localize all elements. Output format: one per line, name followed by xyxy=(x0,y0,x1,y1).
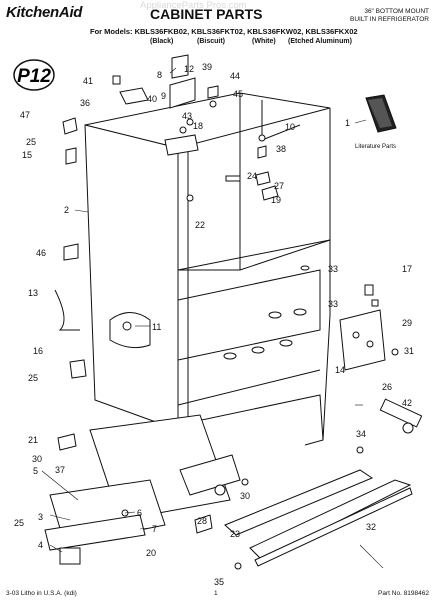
page-title: CABINET PARTS xyxy=(150,6,263,22)
callout-9: 9 xyxy=(161,91,166,101)
callout-44: 44 xyxy=(230,71,240,81)
callout-18: 18 xyxy=(193,121,203,131)
callout-25b: 25 xyxy=(14,518,24,528)
callout-47: 47 xyxy=(20,110,30,120)
color-biscuit: (Biscuit) xyxy=(197,38,225,45)
callout-7: 7 xyxy=(152,524,157,534)
footer-page-number: 1 xyxy=(214,590,218,597)
callout-41: 41 xyxy=(83,76,93,86)
model-list: For Models: KBLS36FKB02, KBLS36FKT02, KB… xyxy=(90,27,358,36)
product-type-line1: 36" BOTTOM MOUNT xyxy=(364,8,429,15)
brand-logo: KitchenAid xyxy=(6,4,83,21)
leader-lines xyxy=(41,67,384,569)
badge-label: P12 xyxy=(17,66,51,87)
callout-36: 36 xyxy=(80,98,90,108)
callout-24: 24 xyxy=(247,171,257,181)
callout-16: 16 xyxy=(33,346,43,356)
callout-3: 3 xyxy=(38,512,43,522)
callout-45: 45 xyxy=(233,89,243,99)
top-hardware xyxy=(54,54,279,379)
callout-4: 4 xyxy=(38,540,43,550)
callout-30a: 30 xyxy=(32,454,42,464)
callout-35: 35 xyxy=(214,577,224,587)
page-badge: P12 xyxy=(13,59,55,91)
callout-5: 5 xyxy=(33,466,38,476)
callout-17: 17 xyxy=(402,264,412,274)
color-black: (Black) xyxy=(150,38,174,45)
callout-38: 38 xyxy=(276,144,286,154)
models-prefix: For Models: xyxy=(90,27,133,36)
callout-33b: 33 xyxy=(328,299,338,309)
footer-litho: 3-03 Litho in U.S.A. (kdi) xyxy=(6,590,77,597)
watermark: ApplianceParts Pros.com xyxy=(140,0,247,11)
callout-28: 28 xyxy=(197,516,207,526)
callout-13: 13 xyxy=(28,288,38,298)
callout-10: 10 xyxy=(285,122,295,132)
callout-34: 34 xyxy=(356,429,366,439)
callout-27: 27 xyxy=(274,181,284,191)
footer-part-number: Part No. 8198462 xyxy=(378,590,429,597)
callout-43: 43 xyxy=(182,111,192,121)
callout-46: 46 xyxy=(36,248,46,258)
callout-22: 22 xyxy=(195,220,205,230)
callout-11: 11 xyxy=(152,322,161,332)
callout-6: 6 xyxy=(137,508,142,518)
callout-8: 8 xyxy=(157,70,162,80)
callout-25a: 25 xyxy=(28,373,38,383)
callout-30b: 30 xyxy=(240,491,250,501)
callout-numbers: 1 2 3 4 5 6 7 8 9 10 11 12 13 14 15 16 1… xyxy=(14,62,414,587)
models-numbers: KBLS36FKB02, KBLS36FKT02, KBLS36FKW02, K… xyxy=(134,27,358,36)
callout-25c: 25 xyxy=(26,137,36,147)
hinge-assembly xyxy=(339,284,423,434)
callout-12: 12 xyxy=(184,64,194,74)
callout-21: 21 xyxy=(28,435,38,445)
callout-33a: 33 xyxy=(328,264,338,274)
product-type: 36" BOTTOM MOUNT BUILT IN REFRIGERATOR xyxy=(299,8,429,24)
callout-20: 20 xyxy=(146,548,156,558)
callout-29: 29 xyxy=(402,318,412,328)
color-etched-aluminum: (Etched Aluminum) xyxy=(288,38,352,45)
literature-booklet xyxy=(365,94,397,133)
literature-parts-label: Literature Parts xyxy=(355,144,397,150)
callout-14: 14 xyxy=(335,365,345,375)
callout-23: 23 xyxy=(230,529,240,539)
callout-26: 26 xyxy=(382,382,392,392)
callout-31: 31 xyxy=(404,346,414,356)
callout-40: 40 xyxy=(147,94,157,104)
callout-2: 2 xyxy=(64,205,69,215)
callout-1: 1 xyxy=(345,118,350,128)
callout-19: 19 xyxy=(271,195,281,205)
color-white: (White) xyxy=(252,38,276,45)
callout-15: 15 xyxy=(22,150,32,160)
cabinet-body xyxy=(84,92,331,446)
bottom-assemblies xyxy=(44,414,413,570)
callout-39: 39 xyxy=(202,62,212,72)
callout-37: 37 xyxy=(55,465,65,475)
product-type-line2: BUILT IN REFRIGERATOR xyxy=(350,16,429,23)
callout-42: 42 xyxy=(402,398,412,408)
callout-32: 32 xyxy=(366,522,376,532)
